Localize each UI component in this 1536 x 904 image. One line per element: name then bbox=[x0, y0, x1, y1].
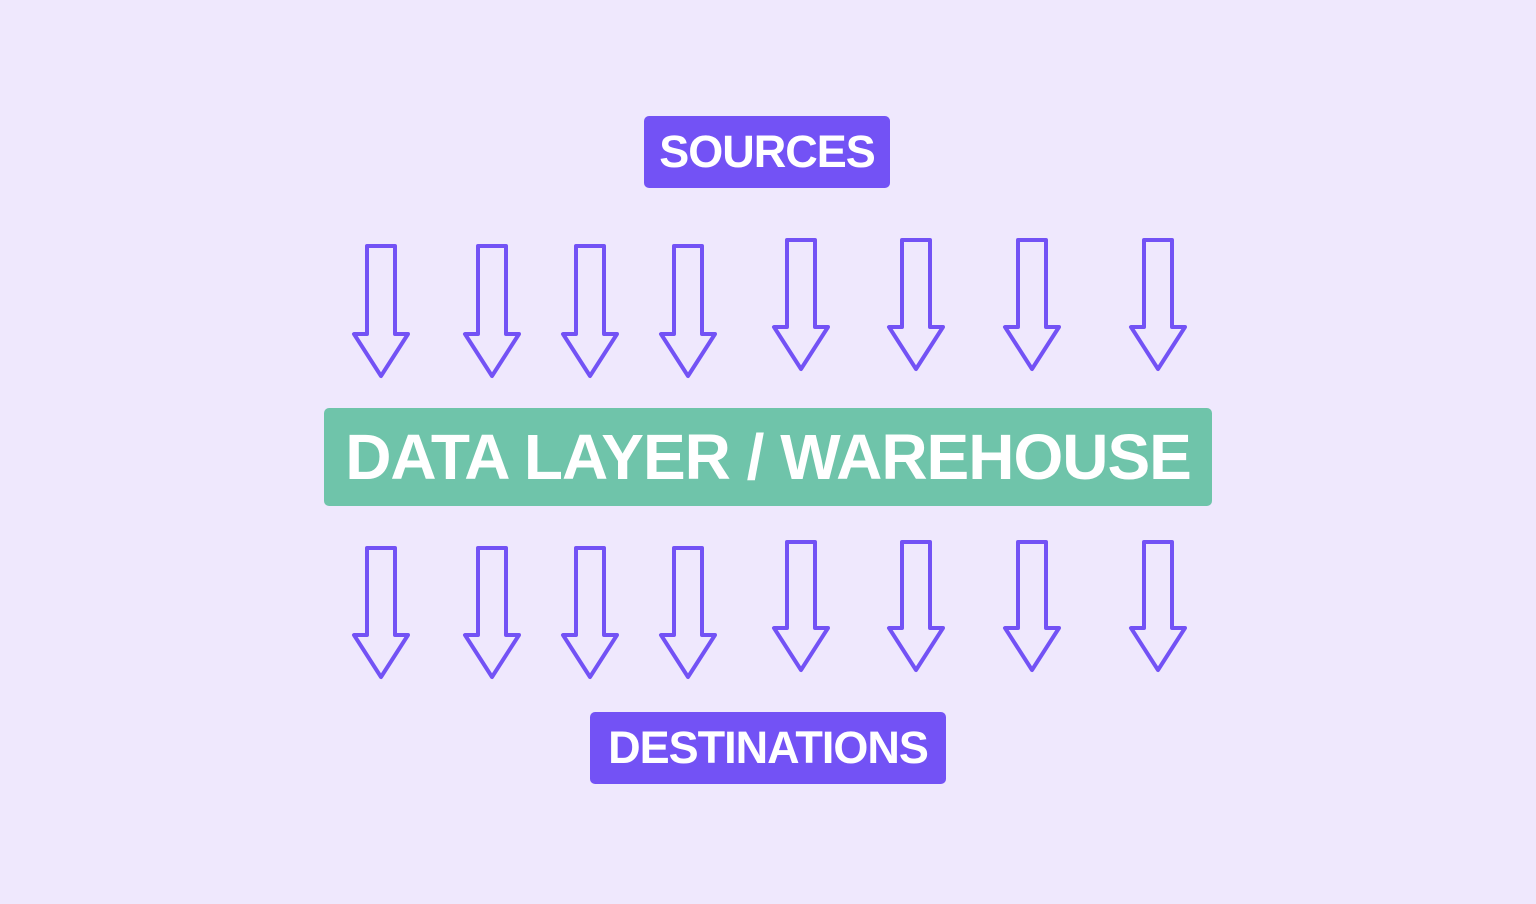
sources-arrow-down-arrow-icon-1 bbox=[352, 244, 410, 378]
destinations-label: DESTINATIONS bbox=[590, 712, 946, 784]
sources-arrow-down-arrow-icon-6 bbox=[887, 238, 945, 371]
destinations-arrow-down-arrow-icon-4 bbox=[659, 546, 717, 679]
destinations-arrow-down-arrow-icon-6 bbox=[887, 540, 945, 672]
destinations-arrow-down-arrow-icon-3 bbox=[561, 546, 619, 679]
destinations-arrow-down-arrow-icon-2 bbox=[463, 546, 521, 679]
sources-arrow-down-arrow-icon-2 bbox=[463, 244, 521, 378]
destinations-arrow-down-arrow-icon-7 bbox=[1003, 540, 1061, 672]
destinations-arrow-down-arrow-icon-8 bbox=[1129, 540, 1187, 672]
destinations-arrow-down-arrow-icon-1 bbox=[352, 546, 410, 679]
sources-label: SOURCES bbox=[644, 116, 890, 188]
sources-arrow-down-arrow-icon-5 bbox=[772, 238, 830, 371]
sources-arrow-down-arrow-icon-8 bbox=[1129, 238, 1187, 371]
sources-arrow-down-arrow-icon-7 bbox=[1003, 238, 1061, 371]
data-layer-warehouse-label: DATA LAYER / WAREHOUSE bbox=[324, 408, 1212, 506]
sources-arrow-down-arrow-icon-4 bbox=[659, 244, 717, 378]
destinations-arrow-down-arrow-icon-5 bbox=[772, 540, 830, 672]
sources-arrow-down-arrow-icon-3 bbox=[561, 244, 619, 378]
